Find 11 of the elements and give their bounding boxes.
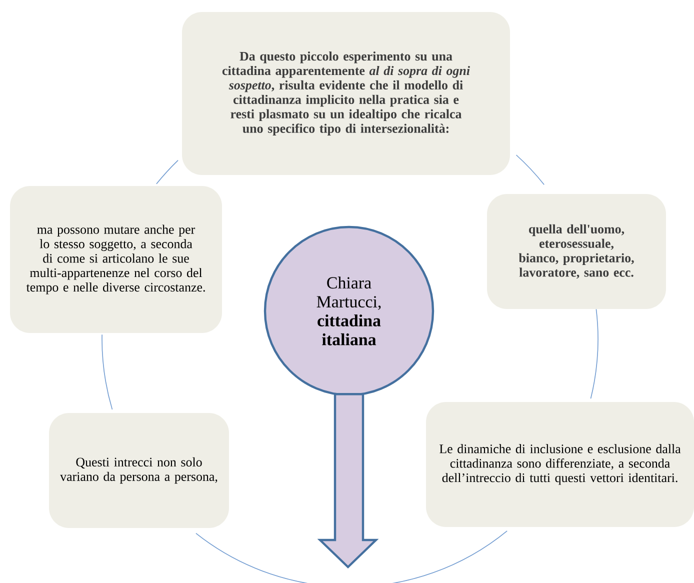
- text-box: ma possono mutare anche per lo stesso soggetto, a seconda di come si articolano le sue multi-appartenenze nel corso del tempo e nelle diverse circostanze.: [10, 186, 222, 333]
- text-box: Questi intrecci non solo variano da persona a persona,: [49, 413, 229, 528]
- connector-arc: [516, 154, 544, 186]
- text-box: Da questo piccolo esperimento su una cittadina apparentemente al di sopra di ogni sospetto, risulta evidente che il modello di cittadinanza implicito nella pratica sia e resti plasmato su un idealtipo che ricalca uno specifico tipo di intersezionalità:: [182, 12, 510, 175]
- connector-arc: [590, 308, 598, 399]
- text-box: quella dell'uomo, eterosessuale, bianco, proprietario, lavoratore, sano ecc.: [487, 194, 666, 309]
- connector-arc: [156, 160, 178, 184]
- connector-arc: [196, 530, 508, 583]
- block-arrow: [317, 393, 379, 569]
- text-box: Le dinamiche di inclusione e esclusione dalla cittadinanza sono differenziate, a seconda dell’intreccio di tutti questi vettori identitari.: [426, 402, 694, 527]
- connector-arc: [102, 334, 113, 410]
